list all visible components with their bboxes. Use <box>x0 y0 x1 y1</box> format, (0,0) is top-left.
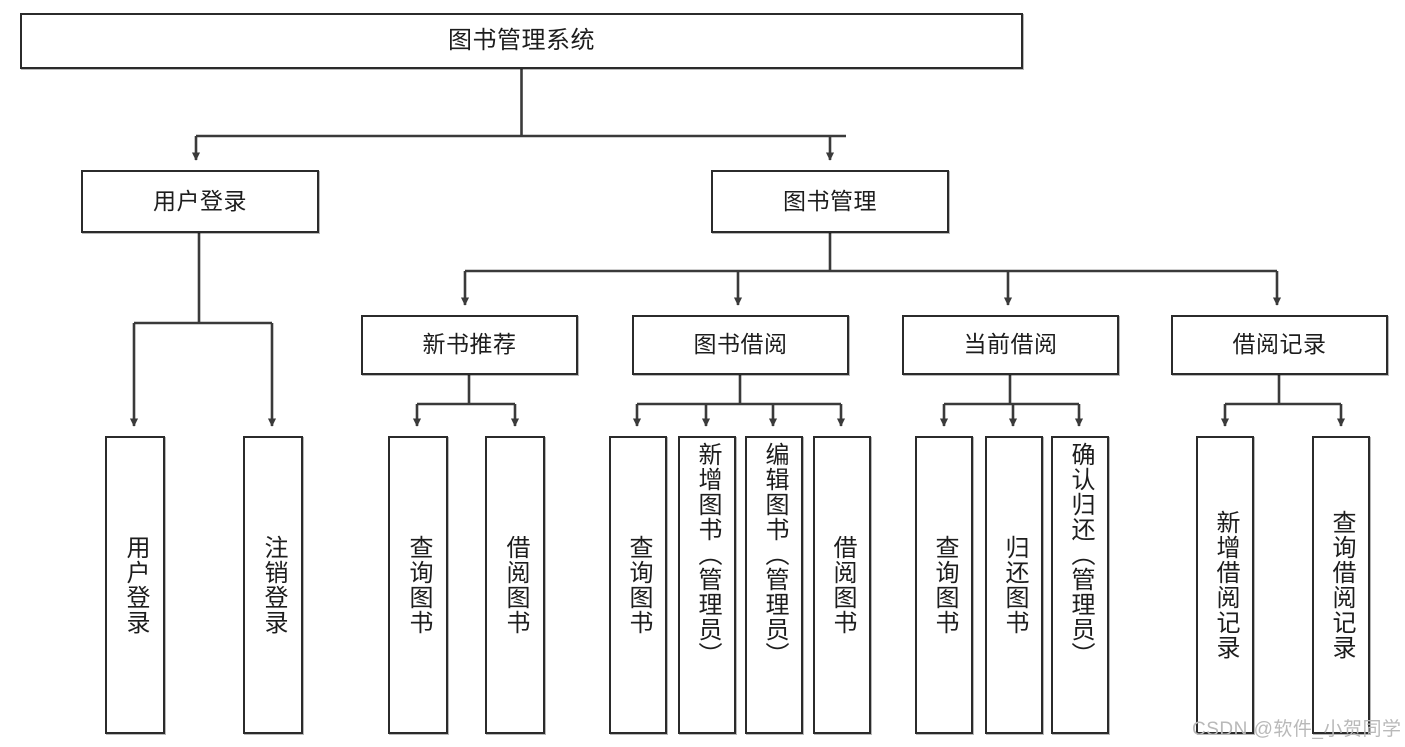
node-leaf-confirm-return-label: 确认归还（管理员） <box>1067 442 1094 667</box>
node-leaf-confirm-return[interactable]: 确认归还（管理员） <box>1051 436 1109 734</box>
node-user-login-label: 用户登录 <box>153 187 247 214</box>
node-leaf-query-book-2[interactable]: 查询图书 <box>609 436 667 734</box>
node-leaf-query-book-1-label: 查询图书 <box>405 535 432 635</box>
node-current-borrow-label: 当前借阅 <box>963 331 1058 358</box>
node-borrow-record-label: 借阅记录 <box>1232 331 1327 358</box>
node-leaf-user-logout[interactable]: 注销登录 <box>243 436 303 734</box>
node-leaf-return-book[interactable]: 归还图书 <box>985 436 1043 734</box>
node-leaf-user-login-label: 用户登录 <box>122 535 149 635</box>
node-root[interactable]: 图书管理系统 <box>20 13 1023 69</box>
node-leaf-query-book-2-label: 查询图书 <box>625 535 652 635</box>
node-book-borrow[interactable]: 图书借阅 <box>632 315 849 375</box>
node-leaf-edit-book[interactable]: 编辑图书（管理员） <box>745 436 803 734</box>
node-leaf-edit-book-label: 编辑图书（管理员） <box>761 442 788 667</box>
node-leaf-return-book-label: 归还图书 <box>1001 535 1028 635</box>
node-leaf-add-record[interactable]: 新增借阅记录 <box>1196 436 1254 734</box>
node-book-management[interactable]: 图书管理 <box>711 170 949 233</box>
node-leaf-add-book[interactable]: 新增图书（管理员） <box>678 436 736 734</box>
node-current-borrow[interactable]: 当前借阅 <box>902 315 1119 375</box>
node-leaf-add-record-label: 新增借阅记录 <box>1212 510 1239 660</box>
node-root-label: 图书管理系统 <box>448 26 595 54</box>
node-borrow-record[interactable]: 借阅记录 <box>1171 315 1388 375</box>
node-leaf-user-logout-label: 注销登录 <box>260 535 287 635</box>
node-leaf-add-book-label: 新增图书（管理员） <box>694 442 721 667</box>
node-user-login[interactable]: 用户登录 <box>81 170 319 233</box>
node-leaf-query-book-3[interactable]: 查询图书 <box>915 436 973 734</box>
node-leaf-query-record-label: 查询借阅记录 <box>1328 510 1355 660</box>
node-book-management-label: 图书管理 <box>783 187 877 214</box>
node-leaf-query-record[interactable]: 查询借阅记录 <box>1312 436 1370 734</box>
node-leaf-query-book-3-label: 查询图书 <box>931 535 958 635</box>
node-new-book-recommend[interactable]: 新书推荐 <box>361 315 578 375</box>
node-leaf-borrow-book-2[interactable]: 借阅图书 <box>813 436 871 734</box>
node-leaf-query-book-1[interactable]: 查询图书 <box>388 436 448 734</box>
node-leaf-borrow-book-2-label: 借阅图书 <box>829 535 856 635</box>
node-leaf-borrow-book-1[interactable]: 借阅图书 <box>485 436 545 734</box>
node-new-book-recommend-label: 新书推荐 <box>422 331 517 358</box>
node-book-borrow-label: 图书借阅 <box>693 331 788 358</box>
csdn-watermark: CSDN @软件_小贺同学 <box>1192 719 1402 740</box>
node-leaf-borrow-book-1-label: 借阅图书 <box>502 535 529 635</box>
node-leaf-user-login[interactable]: 用户登录 <box>105 436 165 734</box>
